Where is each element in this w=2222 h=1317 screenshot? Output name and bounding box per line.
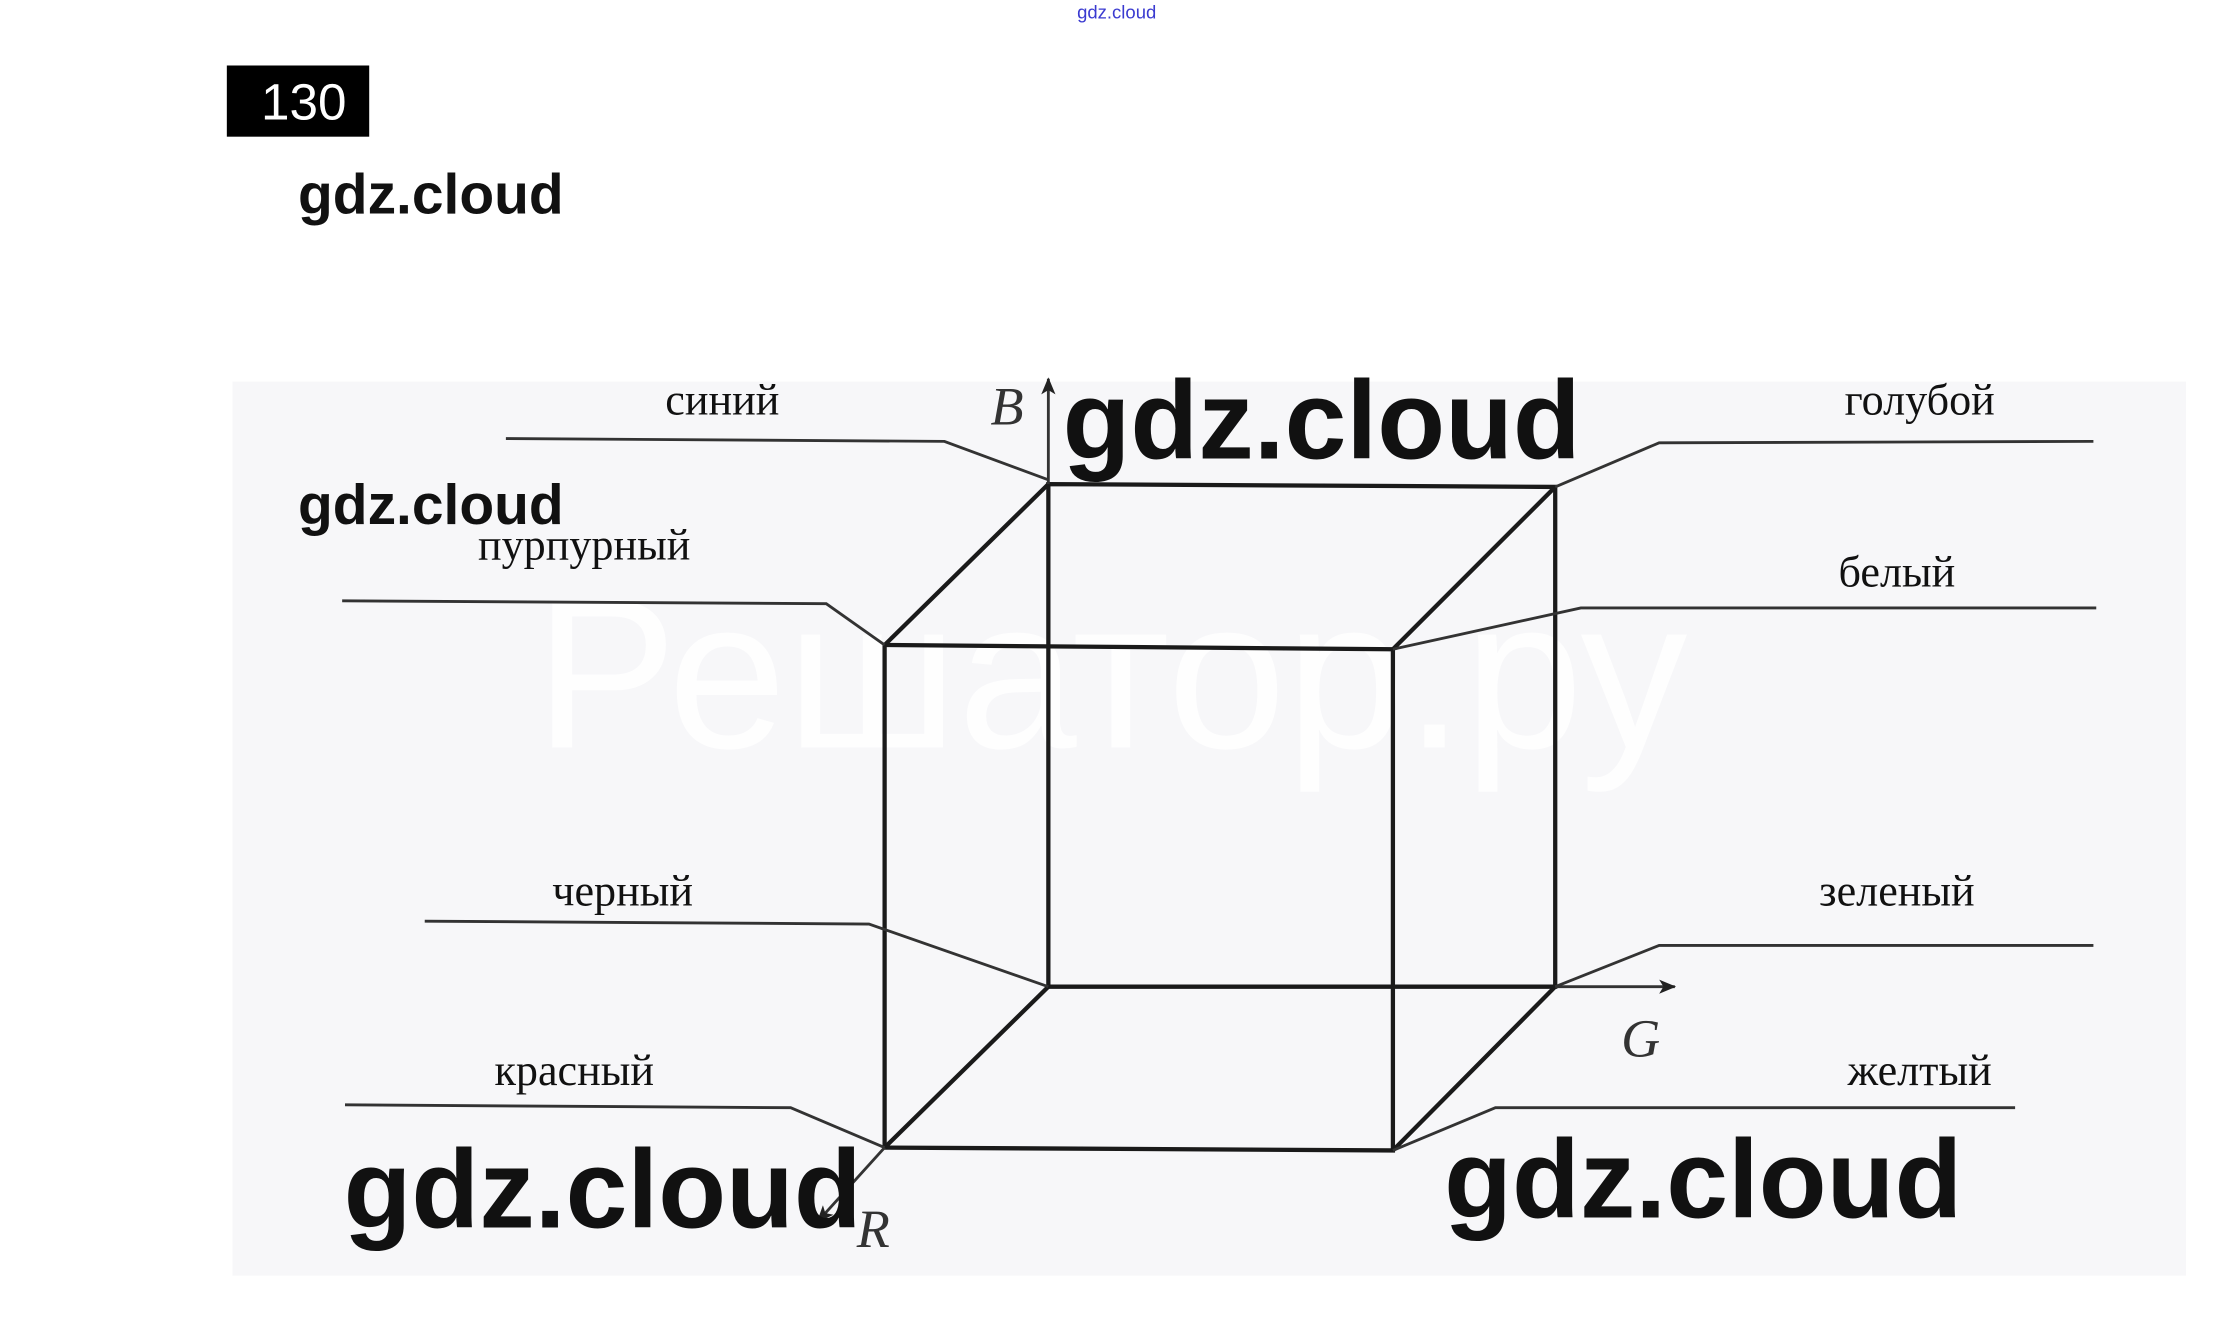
watermark: gdz.cloud <box>1444 1116 1962 1241</box>
label-green: зеленый <box>1819 867 1975 916</box>
problem-number: 130 <box>261 74 347 131</box>
label-black: черный <box>552 867 693 916</box>
watermark: gdz.cloud <box>298 163 564 227</box>
g-axis-label: G <box>1621 1008 1660 1068</box>
label-magenta: пурпурный <box>478 521 690 570</box>
watermark: gdz.cloud <box>1063 357 1581 482</box>
label-white: белый <box>1839 548 1956 597</box>
vertex-labels: синий пурпурный черный красный голубой б… <box>478 375 1995 1095</box>
r-axis <box>816 1146 886 1223</box>
watermark: gdz.cloud <box>344 1126 862 1251</box>
b-axis-label: B <box>991 376 1024 436</box>
label-cyan: голубой <box>1845 375 1995 424</box>
label-yellow: желтый <box>1847 1046 1992 1095</box>
background-watermark: Решатор.ру <box>535 555 1688 793</box>
label-red: красный <box>494 1046 654 1095</box>
top-watermark: gdz.cloud <box>1077 2 1156 23</box>
problem-number-badge: 130 <box>226 65 370 137</box>
label-blue: синий <box>665 375 779 424</box>
gdz-watermarks: gdz.cloud gdz.cloud gdz.cloud gdz.cloud … <box>298 163 1962 1252</box>
axes: B G R <box>816 376 1677 1259</box>
figure-background <box>232 381 2186 1276</box>
watermark: gdz.cloud <box>298 473 564 537</box>
r-axis-label: R <box>856 1199 890 1259</box>
leader-lines <box>342 437 2097 1152</box>
